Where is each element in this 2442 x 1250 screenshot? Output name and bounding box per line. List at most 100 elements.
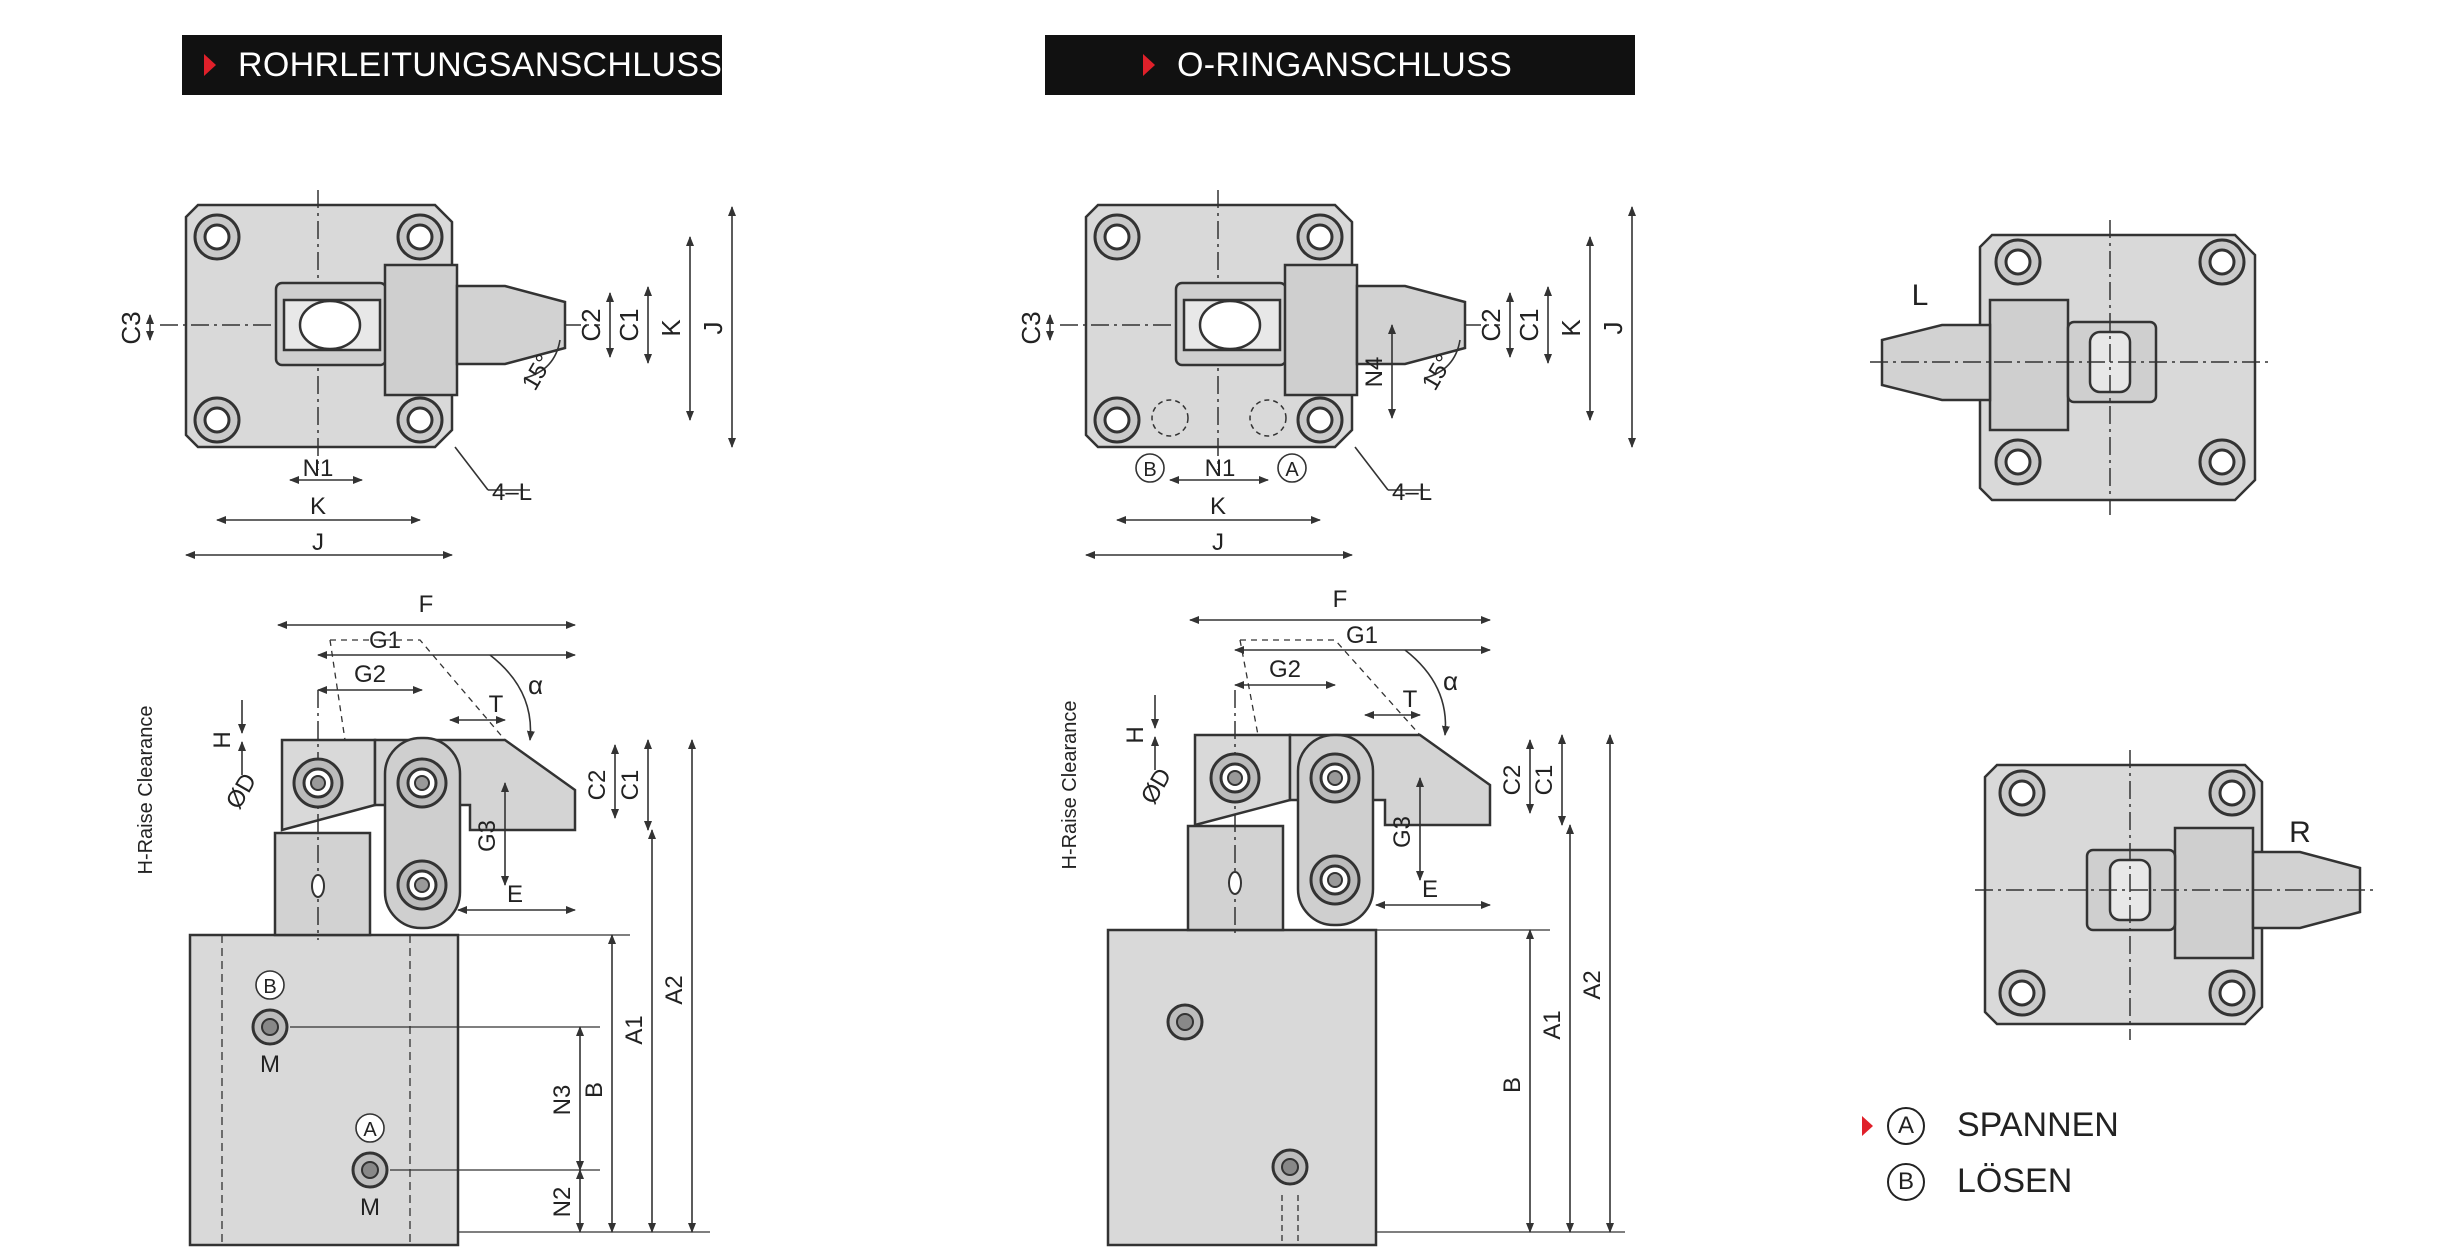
mounting-bolt-icon	[1093, 396, 1141, 444]
pivot-pin-icon	[1309, 752, 1361, 804]
pivot-pin-icon	[1309, 854, 1361, 906]
dim-label-J: J	[1212, 529, 1224, 556]
legend-clamp-label: SPANNEN	[1957, 1106, 2119, 1144]
dim-label-E: E	[1422, 876, 1438, 903]
pivot-pin-icon	[1209, 752, 1261, 804]
mounting-bolt-icon	[2198, 238, 2246, 286]
dim-label-N2: N2	[549, 1187, 576, 1218]
dim-label-T: T	[1403, 686, 1418, 713]
dim-label-C2: C2	[576, 308, 606, 341]
port-B-marker: B	[255, 970, 285, 1000]
dim-label-alpha: α	[528, 670, 543, 700]
triangle-marker-icon	[1143, 54, 1155, 76]
mounting-bolt-icon	[2198, 438, 2246, 486]
front-dims-oring	[1151, 616, 1625, 1233]
dim-label-alpha: α	[1443, 666, 1458, 696]
clearance-label: H-Raise Clearance	[135, 706, 157, 875]
mounting-bolt-icon	[1296, 213, 1344, 261]
port-screw-icon	[251, 1008, 289, 1046]
dim-label-G2: G2	[354, 661, 386, 688]
side-label-R: R	[2289, 816, 2311, 849]
dim-label-G3: G3	[1389, 816, 1416, 848]
dim-label-K-vertical: K	[1556, 319, 1586, 337]
header-pipe-connection: ROHRLEITUNGSANSCHLUSS	[182, 35, 722, 95]
dim-label-K-vertical: K	[656, 319, 686, 337]
dim-label-N4: N4	[1361, 357, 1388, 388]
port-B-label: B	[263, 976, 276, 998]
dim-label-D: ØD	[221, 769, 262, 814]
symbol-circle: A	[1887, 1106, 1925, 1145]
clearance-label: H-Raise Clearance	[1059, 701, 1081, 870]
dim-label-N1: N1	[1205, 455, 1236, 482]
dim-label-A1: A1	[1539, 1010, 1566, 1039]
mounting-bolt-icon	[2208, 969, 2256, 1017]
dim-label-E: E	[507, 881, 523, 908]
top-view-oring	[1060, 190, 1500, 470]
dim-label-C2: C2	[1499, 765, 1526, 796]
dim-label-A2: A2	[661, 975, 688, 1004]
dim-label-G1: G1	[369, 627, 401, 654]
symbol-circle: B	[1887, 1162, 1925, 1201]
thread-label-M: M	[260, 1051, 280, 1078]
top-view-pipe	[160, 190, 600, 470]
dim-label-C3: C3	[116, 311, 146, 344]
mounting-bolt-icon	[1994, 438, 2042, 486]
dim-label-C1: C1	[617, 770, 644, 801]
dim-label-N3: N3	[549, 1085, 576, 1116]
port-screw-icon	[1166, 1003, 1204, 1041]
dim-label-F: F	[419, 591, 434, 618]
mounting-bolt-icon	[1296, 396, 1344, 444]
dim-label-J: J	[312, 529, 324, 556]
legend-release-label: LÖSEN	[1957, 1162, 2073, 1200]
dim-label-C1: C1	[1514, 308, 1544, 341]
mounting-bolt-icon	[396, 396, 444, 444]
front-dims-pipe	[238, 621, 710, 1233]
mounting-bolt-icon	[1994, 238, 2042, 286]
mounting-bolt-icon	[2208, 769, 2256, 817]
port-screw-icon	[351, 1151, 389, 1189]
pivot-pin-icon	[396, 757, 448, 809]
dim-label-K: K	[1210, 493, 1226, 520]
dim-label-G2: G2	[1269, 656, 1301, 683]
mounting-bolt-icon	[1998, 969, 2046, 1017]
port-A-marker: A	[1277, 453, 1307, 483]
port-A-label: A	[1285, 459, 1299, 481]
port-A-marker: A	[355, 1113, 385, 1143]
mounting-bolt-icon	[193, 396, 241, 444]
dim-label-holes: 4–L	[492, 479, 532, 506]
dim-label-C1: C1	[1531, 765, 1558, 796]
dim-label-B: B	[1499, 1077, 1526, 1093]
legend-release: B LÖSEN	[1887, 1162, 2072, 1201]
dim-label-D: ØD	[1136, 764, 1177, 809]
header-oring-connection: O-RINGANSCHLUSS	[1045, 35, 1635, 95]
dim-label-B: B	[581, 1082, 608, 1098]
dim-label-T: T	[489, 691, 504, 718]
dim-label-C3: C3	[1016, 311, 1046, 344]
dim-label-G3: G3	[474, 820, 501, 852]
dim-label-C2: C2	[1476, 308, 1506, 341]
front-view-pipe	[188, 639, 577, 1247]
dim-label-A1: A1	[621, 1015, 648, 1044]
header-oring-label: O-RINGANSCHLUSS	[1177, 45, 1513, 84]
dim-label-J-vertical: J	[1598, 322, 1628, 335]
dim-label-A2: A2	[1579, 970, 1606, 999]
dim-label-holes: 4–L	[1392, 479, 1432, 506]
dim-label-F: F	[1333, 586, 1348, 613]
port-B-label: B	[1143, 459, 1156, 481]
pivot-pin-icon	[396, 859, 448, 911]
mounting-bolt-icon	[1998, 769, 2046, 817]
mounting-bolt-icon	[193, 213, 241, 261]
side-view-L	[1870, 220, 2270, 515]
dim-label-G1: G1	[1346, 622, 1378, 649]
thread-label-M: M	[360, 1194, 380, 1221]
port-screw-icon	[1271, 1148, 1309, 1186]
dim-label-H: H	[209, 731, 236, 748]
dim-label-K: K	[310, 493, 326, 520]
dim-label-C1: C1	[614, 308, 644, 341]
header-pipe-label: ROHRLEITUNGSANSCHLUSS	[238, 45, 723, 84]
side-view-R	[1975, 750, 2375, 1040]
legend-clamp: A SPANNEN	[1862, 1106, 2119, 1145]
side-label-L: L	[1912, 279, 1929, 312]
dim-label-N1: N1	[303, 455, 334, 482]
